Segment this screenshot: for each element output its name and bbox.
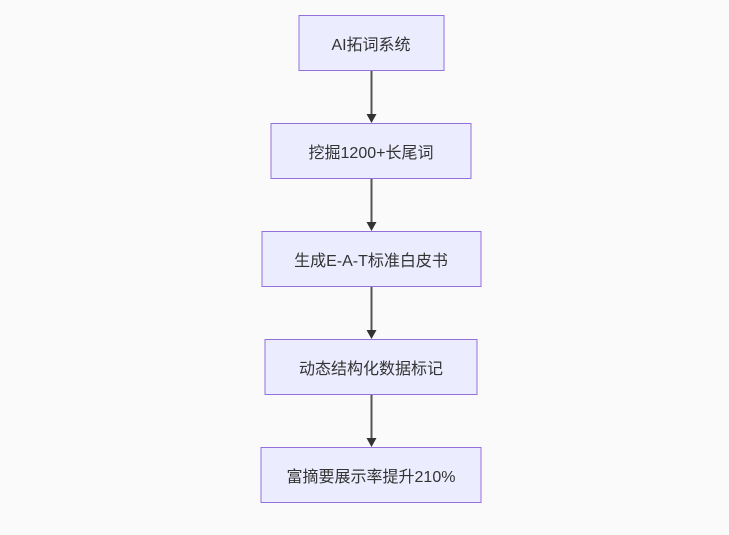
arrow-head-icon: [366, 114, 376, 123]
arrow-line: [370, 71, 372, 115]
arrow-line: [370, 179, 372, 223]
arrow-down-icon: [366, 395, 376, 447]
flow-node-structured-data-markup: 动态结构化数据标记: [264, 339, 478, 395]
flow-node-label: AI拓词系统: [331, 37, 411, 54]
flow-node-label: 动态结构化数据标记: [298, 361, 443, 378]
arrow-down-icon: [366, 179, 376, 231]
flow-node-longtail-mining: 挖掘1200+长尾词: [270, 123, 472, 179]
arrow-head-icon: [366, 330, 376, 339]
arrow-head-icon: [366, 438, 376, 447]
flow-node-label: 富摘要展示率提升210%: [286, 469, 456, 486]
flow-node-label: 挖掘1200+长尾词: [308, 145, 434, 162]
arrow-down-icon: [366, 71, 376, 123]
flowchart: AI拓词系统 挖掘1200+长尾词 生成E-A-T标准白皮书 动态结构化数据标记: [260, 15, 482, 503]
arrow-head-icon: [366, 222, 376, 231]
arrow-line: [370, 395, 372, 439]
arrow-down-icon: [366, 287, 376, 339]
flow-node-ai-word-expansion: AI拓词系统: [298, 15, 444, 71]
arrow-line: [370, 287, 372, 331]
flow-node-rich-snippet-uplift: 富摘要展示率提升210%: [260, 447, 482, 503]
flow-node-eat-whitepaper: 生成E-A-T标准白皮书: [261, 231, 481, 287]
flow-node-label: 生成E-A-T标准白皮书: [294, 253, 448, 270]
